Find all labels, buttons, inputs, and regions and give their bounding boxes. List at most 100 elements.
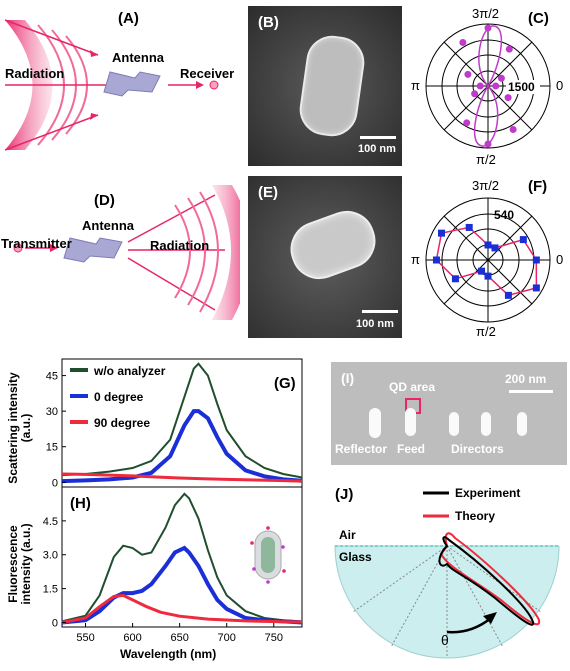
y-tick-label-h: 4.5: [43, 516, 58, 528]
x-tick-label: 700: [218, 632, 236, 644]
polar-marker: [432, 256, 440, 264]
angle-bottom: π/2: [476, 324, 496, 339]
nanorod-inset: [250, 526, 286, 584]
nanoparticle: [296, 32, 368, 140]
polar-marker: [451, 275, 459, 283]
polar-marker: [505, 45, 513, 53]
y-axis-label-g: Scattering intensity (a.u.): [6, 372, 33, 484]
polar-marker: [519, 236, 527, 244]
polar-marker: [484, 140, 492, 148]
polar-marker: [532, 256, 540, 264]
fit-curve: [473, 25, 503, 147]
label-antenna: Antenna: [82, 218, 134, 233]
scale-label: 200 nm: [505, 372, 547, 386]
panel-b-sem-image: (B) 100 nm: [248, 6, 402, 166]
label-radiation: Radiation: [150, 238, 210, 253]
scale-bar: [509, 390, 553, 393]
label-antenna: Antenna: [112, 50, 164, 65]
panel-e-sem-image: (E) 100 nm: [248, 176, 402, 338]
y-tick-label-h: 0: [52, 617, 58, 629]
legend-experiment: Experiment: [455, 486, 521, 500]
panel-f: (F) 3π/2 π 0 π/2 540: [410, 172, 570, 344]
legend-label: w/o analyzer: [93, 364, 166, 378]
ray-arrow: [4, 114, 99, 151]
polar-marker: [492, 82, 500, 90]
panel-label: (A): [118, 10, 139, 27]
series-line-h-2: [61, 593, 303, 624]
wavefront-arc: [174, 204, 191, 299]
angle-right: 0: [556, 78, 564, 93]
polar-marker: [476, 82, 484, 90]
legend-label: 0 degree: [94, 390, 144, 404]
scale-bar: [362, 310, 398, 313]
angle-top: 3π/2: [472, 6, 500, 21]
panel-j: (J) Experiment Theory Air Glass θ: [331, 472, 570, 666]
panel-label: (F): [528, 178, 548, 195]
x-tick-label: 750: [265, 632, 283, 644]
feed-label: Feed: [397, 442, 426, 456]
polar-marker: [478, 267, 486, 275]
angle-top: 3π/2: [472, 178, 500, 193]
scale-bar: [360, 136, 396, 139]
angle-right: 0: [556, 252, 564, 267]
y-tick-label-g: 15: [46, 442, 58, 454]
panel-d: (D) Transmitter Antenna Radiation: [0, 170, 251, 335]
ring-label: 1500: [508, 80, 535, 94]
polar-marker: [491, 244, 499, 252]
director-rod: [481, 412, 491, 436]
director-rod: [449, 412, 459, 436]
wavefront-arc: [199, 191, 219, 313]
scale-label: 100 nm: [358, 143, 396, 155]
panel-label: (G): [274, 375, 296, 392]
wavefront-band: [5, 20, 53, 150]
angle-left: π: [411, 252, 420, 267]
polar-marker: [464, 70, 472, 78]
ring-label: 540: [494, 208, 515, 222]
y-tick-label-g: 45: [46, 371, 58, 383]
panel-c: (C) 3π/2 π 0 π/2 1500: [410, 0, 570, 170]
reflector-label: Reflector: [335, 442, 388, 456]
glass-label: Glass: [339, 550, 372, 564]
y-tick-label-h: 3.0: [43, 550, 58, 562]
polar-marker: [463, 119, 471, 127]
panel-label: (H): [70, 495, 91, 512]
polar-marker: [484, 24, 492, 32]
y-tick-label-g: 0: [52, 477, 58, 489]
directors-label: Directors: [451, 442, 504, 456]
legend-label: 90 degree: [94, 416, 150, 430]
label-receiver: Receiver: [180, 66, 235, 81]
theta-label: θ: [441, 632, 449, 648]
ray-arrow: [4, 19, 99, 56]
polar-plot-c: [425, 23, 551, 149]
x-tick-label: 650: [170, 632, 188, 644]
wavefront-band: [212, 185, 251, 320]
polar-marker: [459, 38, 467, 46]
panel-label: (J): [335, 486, 354, 503]
series-line-g-2: [61, 472, 303, 483]
qd-area-label: QD area: [389, 380, 436, 394]
series-line-g-0: [61, 362, 303, 479]
x-tick-label: 550: [76, 632, 94, 644]
ring-label-bg: [506, 80, 540, 94]
polar-marker: [504, 94, 512, 102]
reflector-rod: [369, 408, 381, 438]
wavefront-arc: [187, 197, 206, 306]
y-axis-label-h: Fluorescence intensity (a.u.): [6, 523, 33, 605]
y-tick-label-g: 30: [46, 406, 58, 418]
polar-marker: [497, 74, 505, 82]
ray-arrow: [127, 257, 216, 311]
scale-label: 100 nm: [356, 318, 394, 330]
label-radiation: Radiation: [5, 66, 65, 81]
transmitter-dot: [13, 243, 23, 253]
angle-left: π: [411, 78, 420, 93]
series-line-g-1: [61, 409, 303, 484]
feed-rod: [405, 408, 416, 436]
x-tick-label: 600: [123, 632, 141, 644]
polar-marker: [484, 272, 492, 280]
polar-marker: [504, 291, 512, 299]
polar-marker: [484, 241, 492, 249]
panel-label: (B): [258, 14, 279, 31]
radiation-pattern-j: [334, 491, 560, 659]
